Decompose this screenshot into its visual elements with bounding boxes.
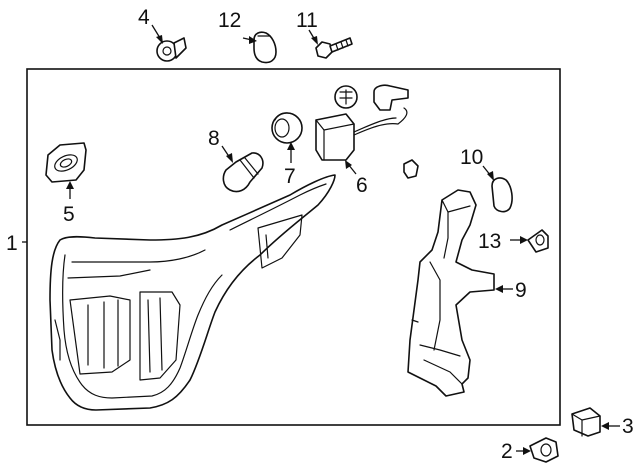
callout-1: 1 [6,232,18,255]
callout-7: 7 [284,165,296,188]
callouts: 1 2 3 4 5 6 7 8 9 10 11 12 13 [6,6,634,463]
callout-3: 3 [622,415,634,438]
leader-lines [22,24,620,455]
bolt [315,37,353,59]
bulb [222,152,264,193]
clip [156,37,187,62]
callout-4: 4 [138,6,150,29]
callout-6: 6 [356,174,368,197]
callout-13: 13 [478,230,501,253]
push-retainer [529,437,559,463]
callout-12: 12 [218,9,241,32]
bumper [253,31,277,64]
retainer-clip [403,159,419,179]
callout-2: 2 [501,440,513,463]
nut [571,407,601,437]
wiring-harness [315,84,409,161]
mounting-bracket [407,189,495,397]
callout-9: 9 [515,279,527,302]
assembly-frame [26,68,561,426]
mounting-pad [45,142,87,183]
callout-8: 8 [208,127,220,150]
callout-11: 11 [296,9,318,32]
push-pin [527,229,549,253]
callout-5: 5 [63,203,75,226]
socket [271,112,303,144]
cap [491,177,513,213]
tail-lamp-housing [49,174,336,411]
callout-10: 10 [460,146,483,169]
